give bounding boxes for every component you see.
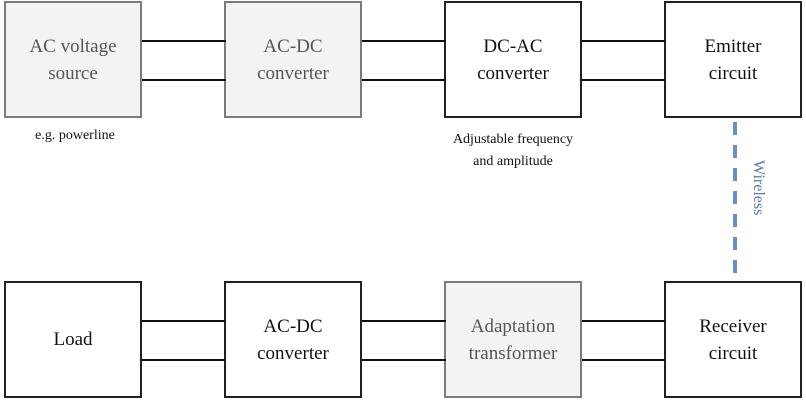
wireless-link bbox=[733, 122, 737, 280]
wire bbox=[142, 359, 226, 361]
block-label: Adaptation transformer bbox=[468, 315, 558, 364]
ac-dc-converter-top-block: AC-DC converter bbox=[224, 1, 362, 118]
block-label: AC voltage source bbox=[29, 35, 117, 84]
load-block: Load bbox=[4, 281, 142, 398]
block-label: Receiver circuit bbox=[699, 315, 767, 364]
block-label: DC-AC converter bbox=[477, 35, 549, 84]
wire bbox=[142, 79, 226, 81]
adaptation-transformer-block: Adaptation transformer bbox=[444, 281, 582, 398]
ac-voltage-source-block: AC voltage source bbox=[4, 1, 142, 118]
wire bbox=[362, 79, 446, 81]
dcac-note: Adjustable frequency and amplitude bbox=[452, 132, 574, 169]
emitter-circuit-block: Emitter circuit bbox=[664, 1, 802, 118]
ac-dc-converter-bottom-block: AC-DC converter bbox=[224, 281, 362, 398]
wire bbox=[362, 320, 446, 322]
block-label: AC-DC converter bbox=[257, 315, 329, 364]
block-label: AC-DC converter bbox=[257, 35, 329, 84]
block-label: Load bbox=[53, 329, 93, 350]
wireless-label: Wireless bbox=[750, 160, 767, 216]
wire bbox=[582, 359, 666, 361]
wire bbox=[582, 79, 666, 81]
dc-ac-converter-block: DC-AC converter bbox=[444, 1, 582, 118]
wire bbox=[362, 359, 446, 361]
wire bbox=[362, 40, 446, 42]
wire bbox=[582, 40, 666, 42]
receiver-circuit-block: Receiver circuit bbox=[664, 281, 802, 398]
wire bbox=[142, 40, 226, 42]
block-label: Emitter circuit bbox=[704, 35, 762, 84]
wire bbox=[142, 320, 226, 322]
wire bbox=[582, 320, 666, 322]
source-note: e.g. powerline bbox=[35, 128, 115, 143]
